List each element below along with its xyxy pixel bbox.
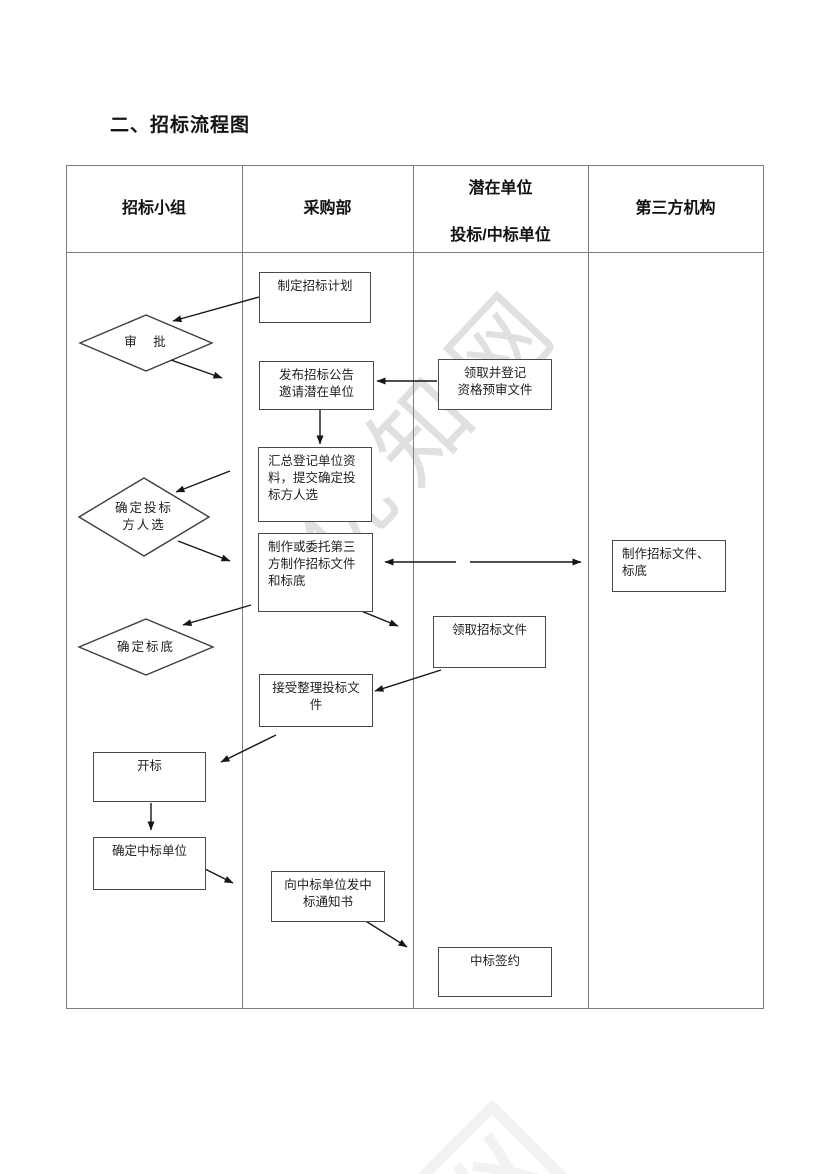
label-confirm-base-price: 确定标底 bbox=[116, 640, 175, 654]
arrow-notify-to-sign bbox=[363, 919, 408, 948]
node-accept-organize-bids: 接受整理投标文 件 bbox=[259, 674, 373, 727]
swimlane-table-border bbox=[66, 165, 764, 1009]
column-divider-2 bbox=[413, 165, 414, 1008]
node-thirdparty-make-bid-docs: 制作招标文件、 标底 bbox=[612, 540, 726, 592]
label-select-bidders: 确定投标 方人选 bbox=[114, 501, 173, 532]
label-approve: 审 批 bbox=[124, 335, 168, 349]
arrow-select-to-makedocs bbox=[177, 540, 231, 562]
node-sign-contract: 中标签约 bbox=[438, 947, 552, 997]
approve-diamond-shape bbox=[78, 314, 214, 372]
node-confirm-winning-unit: 确定中标单位 bbox=[93, 837, 206, 890]
header-potential-units: 潜在单位 投标/中标单位 bbox=[450, 180, 551, 244]
node-make-or-entrust-bid-docs: 制作或委托第三 方制作招标文件 和标底 bbox=[258, 533, 373, 612]
header-row-divider bbox=[66, 252, 763, 253]
page-title: 二、招标流程图 bbox=[110, 115, 251, 136]
arrow-receivedocs-to-accept bbox=[374, 669, 442, 692]
confirm-base-price-diamond-shape bbox=[77, 618, 215, 676]
node-receive-bid-docs: 领取招标文件 bbox=[433, 616, 546, 668]
node-send-award-notice: 向中标单位发中 标通知书 bbox=[271, 871, 385, 922]
header-third-party: 第三方机构 bbox=[635, 200, 716, 217]
arrow-summarize-to-select bbox=[175, 470, 231, 493]
node-make-bidding-plan: 制定招标计划 bbox=[259, 272, 371, 323]
arrow-accept-to-openbid bbox=[220, 734, 277, 763]
node-collect-prequalification-docs: 领取并登记 资格预审文件 bbox=[438, 359, 552, 410]
header-bidding-team: 招标小组 bbox=[121, 200, 186, 217]
arrow-confirmwinner-to-notify bbox=[200, 866, 234, 884]
arrow-approve-to-announce bbox=[170, 359, 223, 379]
column-divider-1 bbox=[242, 165, 243, 1008]
arrow-plan-to-approve bbox=[172, 296, 260, 323]
node-summarize-registered-units: 汇总登记单位资 料，提交确定投 标方人选 bbox=[258, 447, 372, 522]
column-divider-3 bbox=[588, 165, 589, 1008]
arrow-makedocs-to-confirmbase bbox=[182, 604, 252, 626]
select-bidders-diamond-shape bbox=[77, 477, 211, 557]
header-procurement: 采购部 bbox=[303, 200, 352, 217]
node-publish-announcement: 发布招标公告 邀请潜在单位 bbox=[259, 361, 374, 410]
node-open-bids: 开标 bbox=[93, 752, 206, 802]
